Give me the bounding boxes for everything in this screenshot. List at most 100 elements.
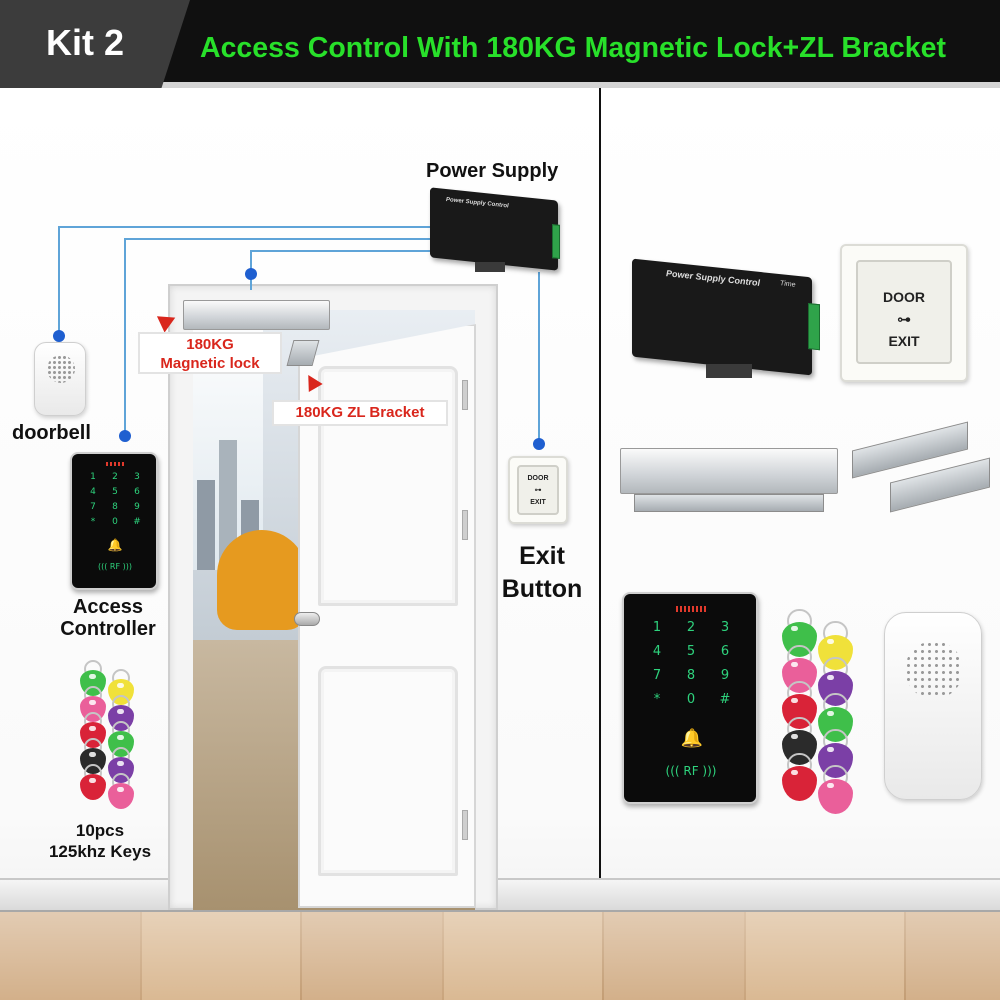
exit-button-face-small: DOOR ⊶ EXIT bbox=[517, 465, 559, 515]
wire-doorbell-v bbox=[58, 226, 60, 336]
keypad-key[interactable]: 9 bbox=[134, 502, 140, 512]
keys-label-line2: 125khz Keys bbox=[48, 842, 152, 861]
magnetic-lock-product bbox=[620, 448, 838, 494]
psu-product-title: Power Supply Control bbox=[666, 268, 761, 288]
keypad-key[interactable]: 3 bbox=[720, 620, 730, 635]
bell-icon: 🔔 bbox=[107, 538, 123, 552]
keypad-led bbox=[106, 462, 124, 466]
baseboard bbox=[0, 878, 1000, 912]
city-building bbox=[197, 480, 215, 570]
section-divider bbox=[599, 88, 601, 880]
rf-icon: ((( RF ))) bbox=[665, 764, 717, 778]
wire-doorbell-h bbox=[58, 226, 430, 228]
doorbell-product bbox=[884, 612, 982, 800]
keypad-key[interactable]: 6 bbox=[720, 644, 730, 659]
keypad-key[interactable]: 9 bbox=[720, 668, 730, 683]
keypad-key[interactable]: 1 bbox=[90, 472, 96, 482]
psu-terminal bbox=[552, 224, 560, 259]
wire-lock-h bbox=[250, 250, 430, 252]
power-supply-label: Power Supply bbox=[426, 160, 559, 182]
keypad-key[interactable]: 5 bbox=[112, 487, 118, 497]
wire-controller-h bbox=[124, 238, 430, 240]
kit-badge bbox=[0, 0, 190, 88]
exit-door-text: DOOR bbox=[883, 289, 925, 305]
psu-small-title: Power Supply Control bbox=[446, 196, 509, 210]
keypad-key[interactable]: 1 bbox=[652, 620, 662, 635]
door-panel-lower bbox=[318, 666, 458, 876]
key-icon: ⊶ bbox=[897, 311, 911, 327]
key-icon: ⊶ bbox=[534, 487, 542, 494]
keys-label: 10pcs 125khz Keys bbox=[20, 820, 180, 862]
wire-controller-v bbox=[124, 238, 126, 434]
keypad-key[interactable]: 7 bbox=[652, 668, 662, 683]
exit-text: EXIT bbox=[530, 499, 546, 506]
keypad-key[interactable]: 7 bbox=[90, 502, 96, 512]
zl-bracket-callout: 180KG ZL Bracket bbox=[272, 400, 448, 426]
header-strip bbox=[0, 82, 1000, 88]
door-hinge bbox=[462, 810, 468, 840]
exit-button-face: DOOR ⊶ EXIT bbox=[856, 260, 952, 364]
orange-chair bbox=[217, 530, 307, 630]
access-controller-label: Access Controller bbox=[48, 596, 168, 640]
doorbell-label: doorbell bbox=[12, 422, 91, 444]
rfid-key-tag bbox=[80, 774, 106, 800]
keypad-key[interactable]: * bbox=[90, 517, 96, 527]
connection-dot bbox=[245, 268, 257, 280]
keypad-key[interactable]: 2 bbox=[112, 472, 118, 482]
keypad-keys-product: 1 2 3 4 5 6 7 8 9 * 0 # bbox=[640, 620, 742, 707]
keypad-key[interactable]: 8 bbox=[112, 502, 118, 512]
bell-icon: 🔔 bbox=[680, 728, 704, 749]
keypad-key[interactable]: * bbox=[653, 692, 661, 707]
wood-floor bbox=[0, 912, 1000, 1000]
magnetic-lock-callout: 180KG Magnetic lock bbox=[138, 332, 282, 374]
rfid-key-tag bbox=[782, 766, 818, 802]
rf-icon: ((( RF ))) bbox=[98, 562, 132, 571]
magnetic-lock-label-line2: Magnetic lock bbox=[160, 355, 260, 372]
keypad-key[interactable]: # bbox=[133, 517, 141, 527]
keypad-key[interactable]: 0 bbox=[112, 517, 118, 527]
connection-dot bbox=[533, 438, 545, 450]
magnetic-lock-mount-plate bbox=[634, 494, 824, 512]
keys-label-line1: 10pcs bbox=[75, 821, 125, 840]
access-controller-product: 1 2 3 4 5 6 7 8 9 * 0 # 🔔 ((( RF ))) bbox=[622, 592, 758, 804]
doorbell-small bbox=[34, 342, 86, 416]
door-handle bbox=[294, 612, 320, 626]
access-controller-label-line2: Controller bbox=[60, 618, 156, 640]
exit-door-text: DOOR bbox=[527, 475, 549, 482]
connection-dot bbox=[53, 330, 65, 342]
exit-button-label-line2: Button bbox=[501, 575, 583, 603]
exit-text: EXIT bbox=[888, 333, 920, 349]
magnetic-lock-label-line1: 180KG bbox=[186, 336, 234, 353]
psu-terminal bbox=[808, 303, 820, 351]
keypad-key[interactable]: 6 bbox=[134, 487, 140, 497]
keypad-key[interactable]: 4 bbox=[652, 644, 662, 659]
wire-exit-v bbox=[538, 272, 540, 440]
kit-label: Kit 2 bbox=[46, 22, 125, 63]
psu-mount-foot bbox=[706, 364, 752, 378]
psu-mount-foot bbox=[475, 262, 505, 272]
exit-button-product: DOOR ⊶ EXIT bbox=[840, 244, 968, 382]
keypad-key[interactable]: 2 bbox=[686, 620, 696, 635]
city-building bbox=[219, 440, 237, 570]
power-supply-small: Power Supply Control bbox=[430, 187, 560, 271]
exit-button-small: DOOR ⊶ EXIT bbox=[508, 456, 568, 524]
rfid-key-tag bbox=[108, 783, 134, 810]
doorbell-grill bbox=[47, 355, 75, 383]
psu-product-brand: Time bbox=[780, 280, 796, 289]
keypad-key[interactable]: 8 bbox=[686, 668, 696, 683]
magnetic-lock-small bbox=[183, 300, 330, 330]
keypad-key[interactable]: 4 bbox=[90, 487, 96, 497]
keypad-led bbox=[676, 606, 706, 612]
keypad-key[interactable]: 0 bbox=[686, 692, 696, 707]
access-controller-label-line1: Access bbox=[72, 596, 144, 618]
power-supply-product: Power Supply Control Time bbox=[632, 258, 820, 376]
exit-button-label: Exit Button bbox=[492, 540, 592, 606]
keypad-keys-small: 1 2 3 4 5 6 7 8 9 * 0 # bbox=[82, 472, 148, 527]
page-title: Access Control With 180KG Magnetic Lock+… bbox=[200, 32, 946, 64]
keypad-key[interactable]: # bbox=[719, 692, 731, 707]
keypad-key[interactable]: 5 bbox=[686, 644, 696, 659]
keypad-key[interactable]: 3 bbox=[134, 472, 140, 482]
connection-dot bbox=[119, 430, 131, 442]
door-hinge bbox=[462, 380, 468, 410]
exit-button-label-line1: Exit bbox=[519, 542, 565, 570]
